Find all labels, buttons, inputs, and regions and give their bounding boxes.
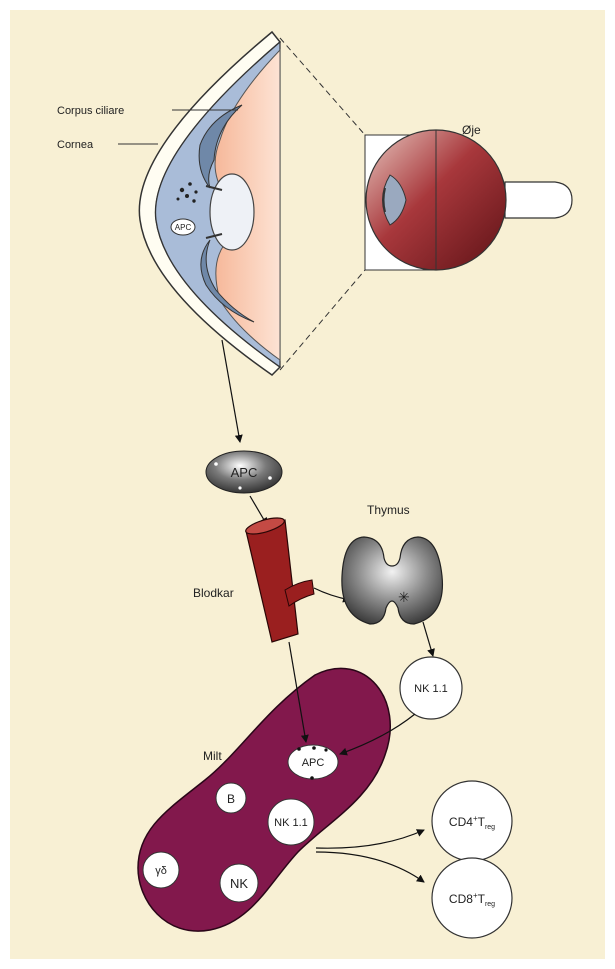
corpus-ciliare-label: Corpus ciliare bbox=[57, 105, 124, 117]
b-cell-label: B bbox=[227, 792, 235, 806]
nk11-spleen-label: NK 1.1 bbox=[274, 817, 308, 829]
diagram-panel: APC Corpus ciliare Cornea Øje APC Blodka… bbox=[10, 10, 605, 959]
thymus-label: Thymus bbox=[367, 503, 410, 517]
milt-label: Milt bbox=[203, 749, 222, 763]
gamma-delta-label: γδ bbox=[155, 865, 167, 877]
apc-spleen-label: APC bbox=[302, 757, 325, 769]
apc-eye-label: APC bbox=[175, 223, 192, 232]
eye-label: Øje bbox=[462, 123, 481, 137]
thymus-cell-icon: ✳ bbox=[398, 589, 410, 605]
cornea-label: Cornea bbox=[57, 139, 94, 151]
nk-cell-label: NK bbox=[230, 876, 248, 891]
nk11-thymus-label: NK 1.1 bbox=[414, 683, 448, 695]
lens bbox=[210, 174, 254, 250]
optic-nerve bbox=[505, 182, 572, 218]
apc-transit-label: APC bbox=[231, 465, 258, 480]
immune-privilege-diagram: APC Corpus ciliare Cornea Øje APC Blodka… bbox=[10, 10, 605, 959]
blodkar-label: Blodkar bbox=[193, 586, 234, 600]
